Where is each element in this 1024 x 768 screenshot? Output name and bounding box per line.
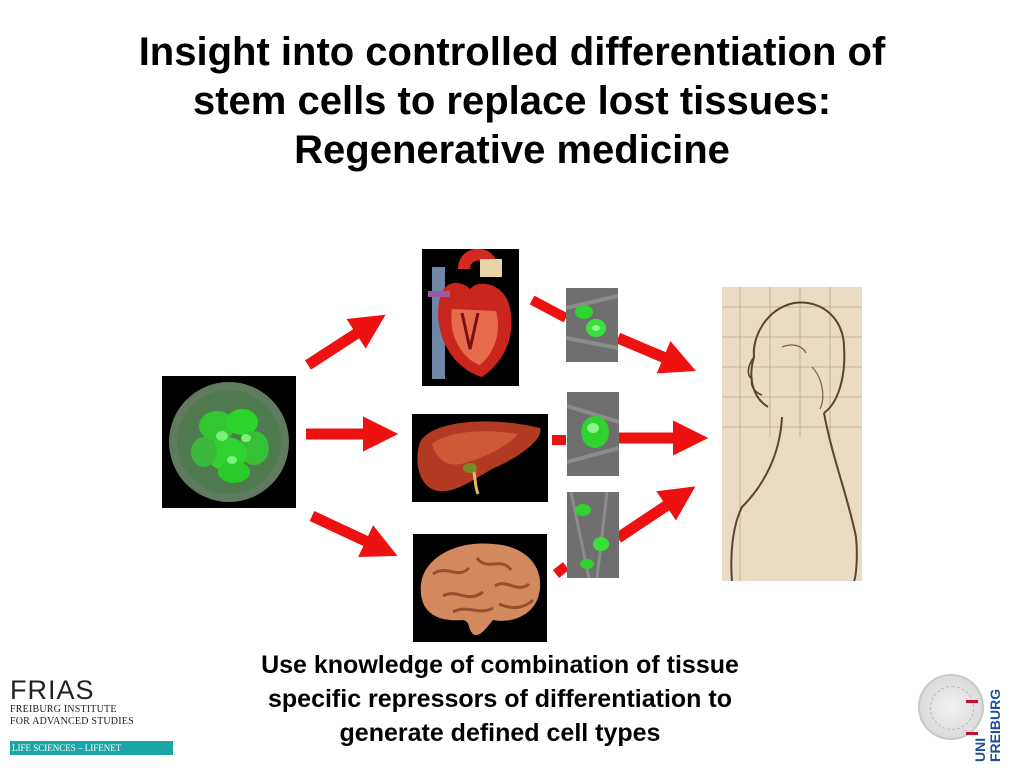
uni-red-bar-bottom	[966, 732, 978, 735]
slide-title-line-3: Regenerative medicine	[294, 128, 730, 172]
heart-drawing	[428, 249, 512, 379]
uni-seal-icon	[918, 674, 984, 740]
arrow-stem-to-heart	[305, 314, 386, 370]
cardiac-culture-drawing	[566, 288, 618, 362]
frias-logo-band: LIFE SCIENCES – LIFENET	[10, 741, 173, 755]
uni-word-uni: UNI	[972, 737, 988, 762]
arrow-heart-to-culture	[529, 295, 569, 323]
uni-word-freiburg: FREIBURG	[987, 688, 1003, 762]
slide-title-line-2: stem cells to replace lost tissues:	[192, 79, 832, 123]
stem-cell-drawing	[169, 382, 289, 502]
slide-caption: Use knowledge of combination of tissue s…	[190, 648, 810, 750]
uni-red-bar-top	[966, 700, 978, 703]
neural-culture-image	[567, 492, 619, 578]
frias-logo-line-2: FOR ADVANCED STUDIES	[10, 716, 134, 727]
human-figure-drawing	[722, 287, 862, 581]
slide-caption-line-2: specific repressors of differentiation t…	[268, 685, 732, 713]
frias-logo-mark: FRIAS	[10, 675, 95, 705]
stem-cell-image	[162, 376, 296, 508]
slide-title: Insight into controlled differentiation …	[40, 28, 984, 175]
brain-image	[413, 534, 547, 642]
uni-freiburg-wordmark: UNI FREIBURG	[972, 686, 1006, 762]
slide-caption-line-3: generate defined cell types	[339, 719, 661, 747]
heart-image	[422, 249, 519, 386]
frias-logo: FRIAS FREIBURG INSTITUTE FOR ADVANCED ST…	[10, 676, 180, 760]
arrow-stem-to-brain	[309, 511, 398, 557]
hepatic-culture-image	[567, 392, 619, 476]
arrow-brain-to-culture	[552, 562, 570, 578]
frias-logo-line-1: FREIBURG INSTITUTE	[10, 704, 117, 715]
slide-caption-line-1: Use knowledge of combination of tissue	[261, 651, 739, 679]
arrow-culture3-to-figure	[614, 486, 696, 543]
hepatic-culture-drawing	[567, 392, 619, 476]
liver-drawing	[417, 421, 541, 495]
brain-drawing	[420, 543, 541, 636]
neural-culture-drawing	[567, 492, 619, 578]
slide-title-line-1: Insight into controlled differentiation …	[138, 30, 886, 74]
uni-freiburg-logo: UNI FREIBURG	[914, 672, 1012, 764]
arrow-culture1-to-figure	[615, 332, 696, 374]
cardiac-culture-image	[566, 288, 618, 362]
liver-image	[412, 414, 548, 502]
human-figure-image	[722, 287, 862, 581]
